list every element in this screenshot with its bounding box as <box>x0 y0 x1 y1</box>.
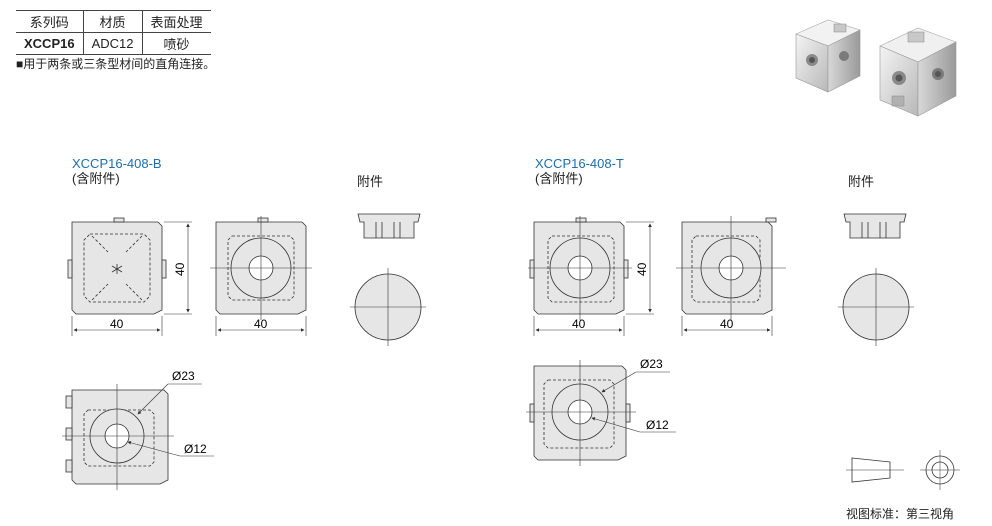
right-bottom-view <box>526 360 636 466</box>
dim-left-d23: Ø23 <box>172 369 195 383</box>
right-side-view <box>676 216 786 320</box>
usage-note: ■用于两条或三条型材间的直角连接。 <box>16 57 216 71</box>
product-photo <box>795 19 957 117</box>
left-accessory-label: 附件 <box>357 174 384 189</box>
left-accessory-views <box>350 213 426 346</box>
left-bottom-view <box>62 384 174 490</box>
spec-table: 系列码 材质 表面处理 XCCP16 ADC12 喷砂 <box>16 10 211 55</box>
right-model-label: XCCP16-408-T (含附件) <box>535 156 624 186</box>
dim-left-front-width: 40 <box>110 317 124 331</box>
dim-left-front-height: 40 <box>173 262 187 276</box>
dim-right-side-width: 40 <box>720 317 734 331</box>
left-front-view <box>67 217 167 315</box>
left-model-code: XCCP16-408-B <box>72 156 162 171</box>
view-standard-label: 视图标准：第三视角 <box>846 507 955 521</box>
dim-left-side-width: 40 <box>254 317 268 331</box>
right-accessory-label: 附件 <box>848 174 875 189</box>
right-front-view <box>528 216 632 320</box>
spec-row: XCCP16 ADC12 喷砂 <box>16 32 211 55</box>
dim-left-d12: Ø12 <box>184 442 207 456</box>
left-model-label: XCCP16-408-B (含附件) <box>72 156 162 186</box>
right-model-code: XCCP16-408-T <box>535 156 624 171</box>
right-model-sub: (含附件) <box>535 171 583 186</box>
left-model-sub: (含附件) <box>72 171 120 186</box>
dim-right-d12: Ø12 <box>646 418 669 432</box>
cell-surface: 喷砂 <box>141 32 211 55</box>
cell-material: ADC12 <box>82 32 143 55</box>
third-angle-projection-icon <box>846 450 960 490</box>
dim-right-front-height: 40 <box>635 262 649 276</box>
dim-right-d23: Ø23 <box>640 357 663 371</box>
left-side-view <box>210 216 312 320</box>
right-accessory-views <box>838 213 914 346</box>
header-surface: 表面处理 <box>141 10 211 33</box>
cell-series: XCCP16 <box>16 32 84 55</box>
dim-right-front-width: 40 <box>572 317 586 331</box>
